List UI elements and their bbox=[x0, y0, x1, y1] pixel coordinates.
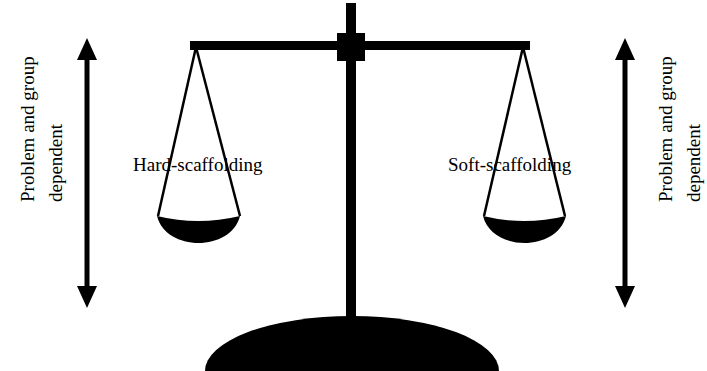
scale-pan bbox=[483, 216, 566, 243]
pan-string bbox=[523, 47, 565, 216]
scale-pan bbox=[157, 216, 240, 243]
pan-string bbox=[484, 47, 523, 216]
pan-label: Hard-scaffolding bbox=[133, 151, 333, 179]
arrow-head bbox=[615, 38, 635, 60]
range-arrow-shaft bbox=[85, 54, 90, 296]
scale-pivot bbox=[337, 33, 365, 61]
side-note: Problem and group dependent bbox=[14, 24, 70, 202]
arrow-head bbox=[77, 286, 97, 308]
arrow-head bbox=[615, 286, 635, 308]
pan-label: Soft-scaffolding bbox=[448, 151, 648, 179]
pan-string bbox=[196, 47, 240, 216]
pan-string bbox=[158, 47, 196, 216]
arrow-head bbox=[77, 38, 97, 60]
side-note: Problem and group dependent bbox=[652, 24, 707, 202]
range-arrow-shaft bbox=[623, 54, 628, 296]
